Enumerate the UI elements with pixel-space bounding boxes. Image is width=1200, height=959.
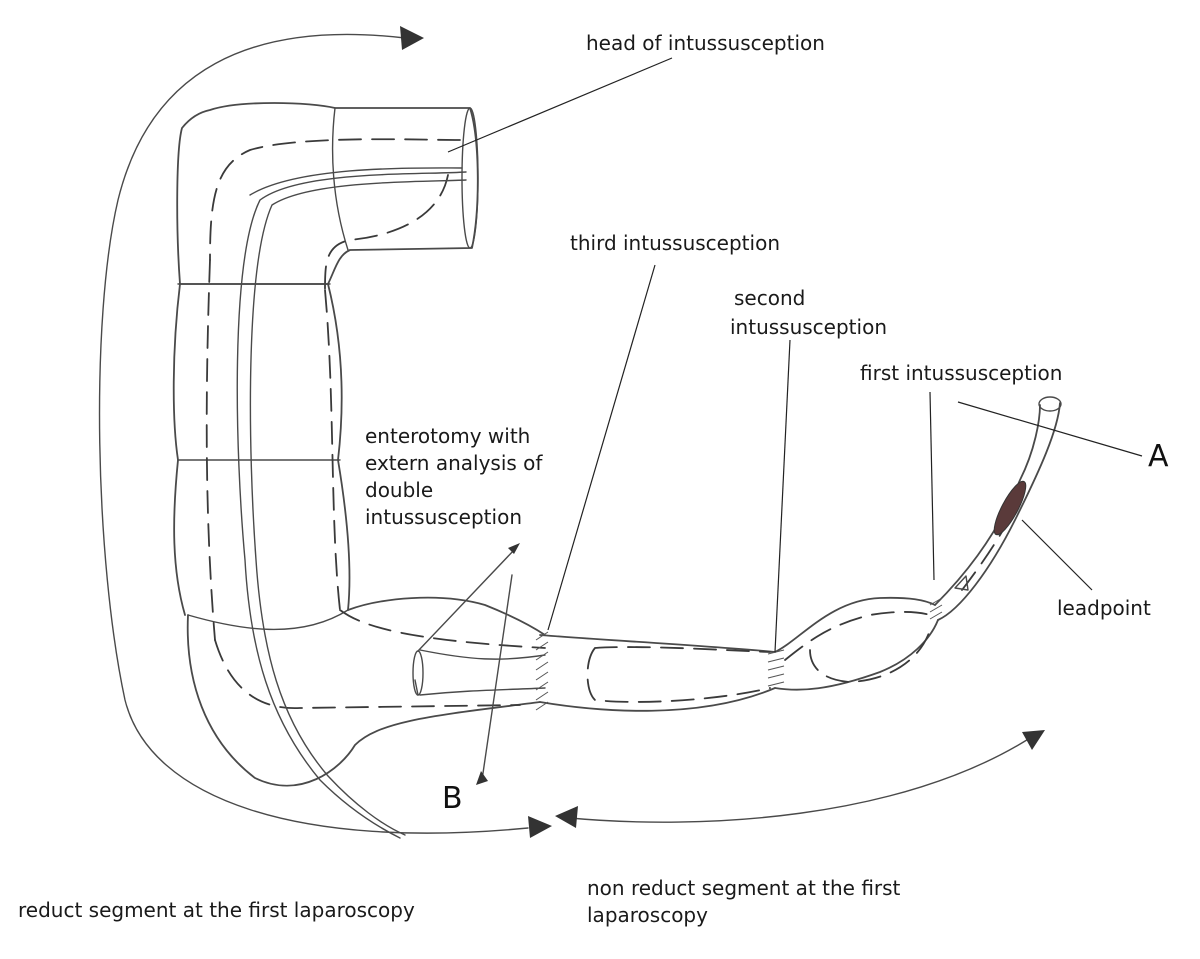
label-a: A bbox=[1148, 439, 1169, 474]
reduct-segment-arrow bbox=[98, 33, 529, 834]
inner-lumen-second bbox=[784, 611, 931, 683]
label-head-of-intussusception: head of intussusception bbox=[586, 31, 825, 55]
label-first-intussusception: first intussusception bbox=[860, 361, 1062, 385]
label-third-intussusception: third intussusception bbox=[570, 231, 780, 255]
leader-third bbox=[547, 264, 656, 631]
leader-a bbox=[957, 401, 1143, 457]
label-enterotomy-line2: extern analysis of bbox=[365, 451, 543, 475]
label-enterotomy-line1: enterotomy with bbox=[365, 424, 530, 448]
label-enterotomy-line4: intussusception bbox=[365, 505, 522, 529]
inner-lumen-third bbox=[586, 646, 771, 703]
non-reduct-arrowhead-left bbox=[555, 806, 578, 828]
first-intussusception-hatch bbox=[929, 597, 943, 620]
label-non-reduct-line2: laparoscopy bbox=[587, 903, 708, 927]
reduct-arrowhead-top bbox=[400, 26, 424, 50]
bowel-vertical-segments bbox=[172, 283, 351, 616]
leader-first bbox=[929, 391, 935, 581]
non-reduct-arrowhead-right bbox=[1022, 730, 1045, 750]
mesentery-cord bbox=[236, 171, 467, 839]
enterotomy-incision bbox=[412, 543, 520, 696]
bowel-bottom-loop bbox=[186, 596, 546, 787]
inner-lumen-vertical bbox=[205, 259, 216, 641]
label-leadpoint: leadpoint bbox=[1057, 596, 1151, 620]
arrow-b-line bbox=[481, 574, 513, 781]
bowel-head-segment bbox=[176, 102, 479, 285]
reduct-arrowhead-bottom bbox=[528, 816, 552, 838]
label-second-line2: intussusception bbox=[730, 315, 887, 339]
third-intussusception-hatch bbox=[535, 631, 549, 711]
label-non-reduct-line1: non reduct segment at the first bbox=[587, 876, 901, 900]
leadpoint-mass bbox=[993, 480, 1027, 536]
label-b: B bbox=[442, 781, 463, 816]
label-second-line1: second bbox=[734, 286, 805, 310]
leader-head bbox=[447, 57, 673, 153]
distal-bowel-tube bbox=[934, 396, 1062, 621]
leader-second bbox=[774, 339, 791, 653]
label-reduct-segment: reduct segment at the first laparoscopy bbox=[18, 898, 415, 922]
label-enterotomy-line3: double bbox=[365, 478, 433, 502]
inner-lumen-head bbox=[209, 138, 461, 261]
third-intussusception-segment bbox=[419, 634, 776, 712]
inner-lumen-bottom bbox=[214, 639, 521, 709]
non-reduct-segment-arrow bbox=[569, 737, 1031, 823]
leader-leadpoint bbox=[1021, 519, 1093, 591]
second-intussusception-hatch bbox=[767, 649, 785, 687]
